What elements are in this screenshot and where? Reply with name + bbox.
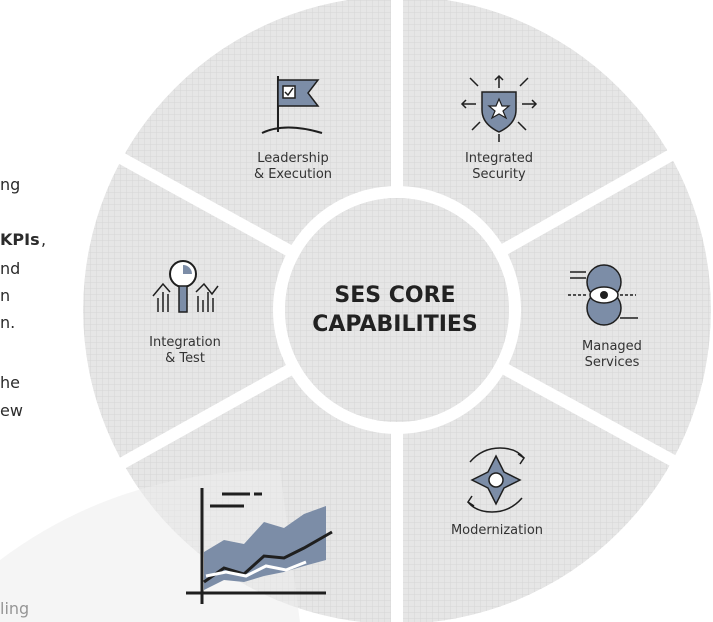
capability-label-line-2: & Test — [165, 351, 205, 366]
hub — [285, 198, 509, 422]
cropped-text-fragment: KPIs — [0, 230, 40, 249]
capability-label-line-2: Security — [472, 167, 526, 182]
capability-security: Integrated Security — [460, 74, 538, 182]
capability-label-line-2: & Execution — [254, 167, 332, 182]
cropped-text-fragment: he — [0, 373, 20, 392]
cropped-text-fragment: ng — [0, 175, 21, 194]
capability-leadership: Leadership & Execution — [254, 76, 332, 182]
center-title-line-2: CAPABILITIES — [312, 312, 478, 337]
shield-star-icon — [460, 74, 538, 142]
capability-label-line-1: Managed — [582, 339, 642, 354]
center-title-line-1: SES CORE — [334, 283, 455, 308]
cropped-text-fragment: , — [41, 230, 47, 249]
hub-ring — [273, 186, 521, 434]
capability-label-line-1: Modernization — [451, 523, 543, 538]
capability-modernization: Modernization — [451, 447, 543, 538]
flag-icon — [261, 76, 323, 134]
fade-area — [0, 470, 300, 622]
cropped-text-fragment: nd — [0, 259, 21, 278]
capability-label-line-1: Integration — [149, 335, 221, 350]
capability-label-line-1: Leadership — [257, 151, 328, 166]
cropped-text-fragment: ew — [0, 401, 23, 420]
capability-label-line-2: Services — [585, 355, 640, 370]
compass-arrows-icon — [466, 447, 526, 513]
capability-integration-test: Integration & Test — [149, 260, 221, 366]
eye-circles-icon — [568, 264, 638, 326]
cropped-text-fragment: n. — [0, 313, 16, 332]
capability-label-line-1: Integrated — [465, 151, 533, 166]
cropped-text-fragment: n — [0, 286, 11, 305]
line-chart-icon — [186, 488, 333, 604]
magnifier-bars-icon — [152, 260, 219, 313]
capability-managed-services: Managed Services — [568, 264, 642, 370]
